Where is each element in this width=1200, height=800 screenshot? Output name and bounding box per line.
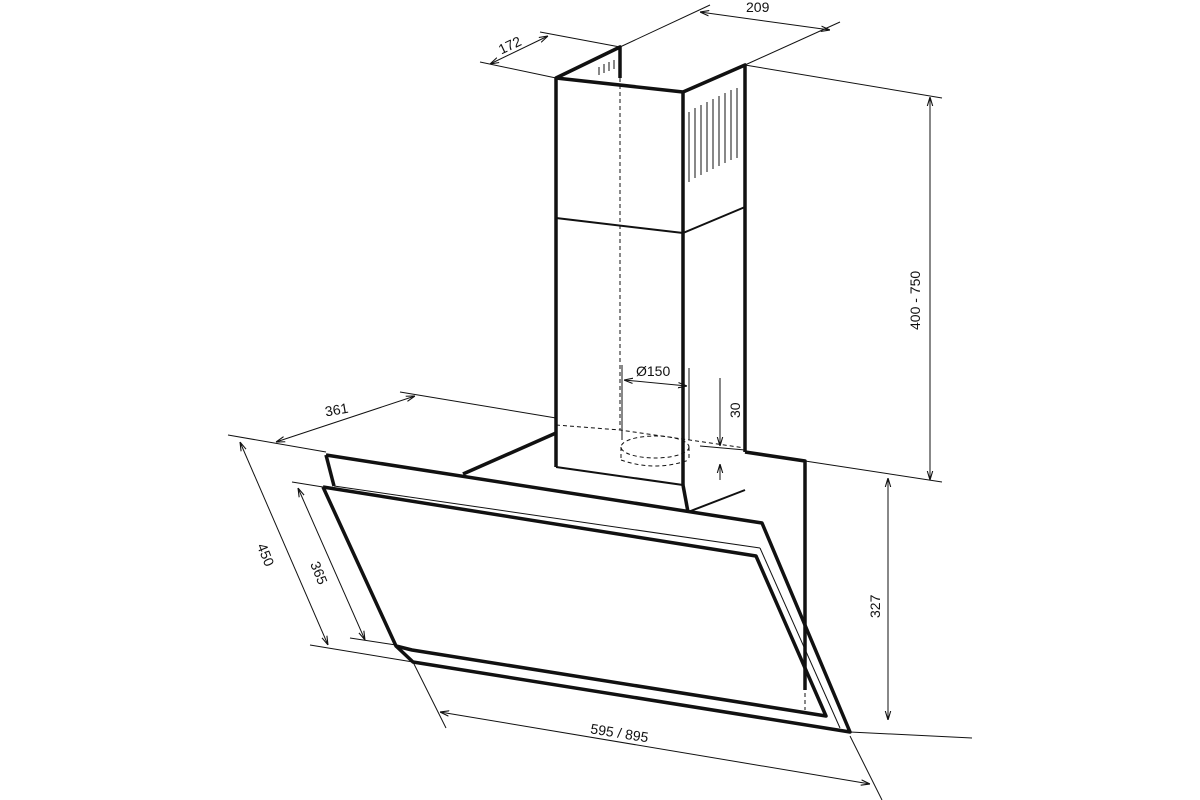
hood-body (462, 431, 807, 710)
label-400-750: 400 - 750 (907, 271, 923, 330)
label-361: 361 (324, 400, 350, 420)
duct-outlet (620, 435, 690, 467)
dim-361: 361 (227, 391, 557, 453)
glass-panel (321, 453, 852, 734)
label-209: 209 (746, 0, 770, 15)
label-172: 172 (496, 33, 524, 57)
chimney-upper (554, 45, 747, 235)
dim-365: 365 (291, 481, 397, 646)
label-30: 30 (727, 402, 743, 418)
dim-327: 327 (849, 478, 973, 739)
label-diameter: Ø150 (636, 363, 670, 379)
dim-diameter: Ø150 (621, 363, 690, 440)
label-365: 365 (307, 559, 331, 587)
vent-slots-icon (598, 60, 738, 182)
label-450: 450 (254, 541, 278, 569)
label-327: 327 (867, 594, 883, 618)
dim-209: 209 (619, 0, 841, 66)
chimney-lower (554, 78, 747, 486)
dim-30: 30 (699, 378, 746, 480)
dim-400-750: 400 - 750 (744, 64, 943, 483)
